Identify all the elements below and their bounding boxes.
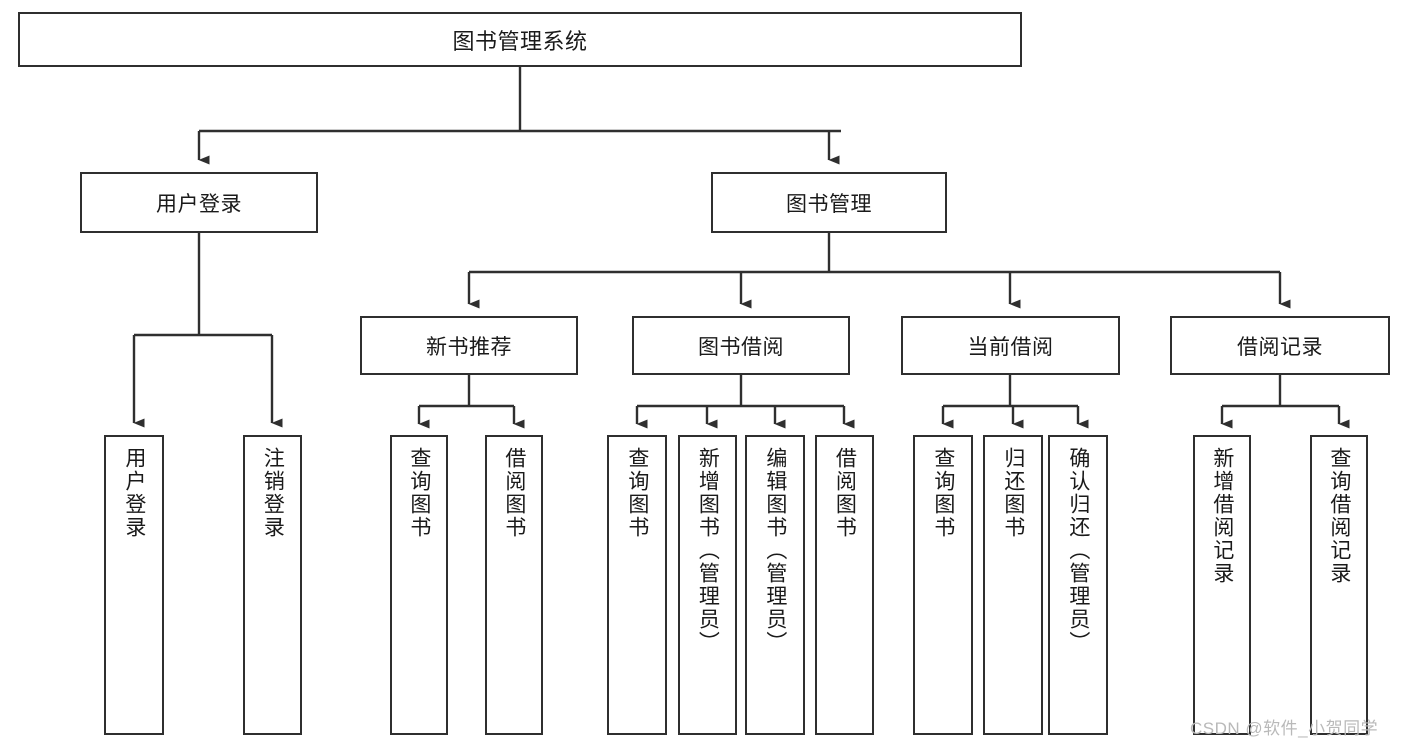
node-leaf-query-book-cur-label: 查询图书 <box>931 447 955 539</box>
node-leaf-query-book-bor-label: 查询图书 <box>625 447 649 539</box>
node-leaf-edit-book[interactable]: 编辑图书（管理员） <box>745 435 805 735</box>
node-leaf-borrow-book-bor[interactable]: 借阅图书 <box>815 435 874 735</box>
node-leaf-add-borrow-record-label: 新增借阅记录 <box>1210 447 1234 585</box>
node-leaf-query-book-rec-label: 查询图书 <box>407 447 431 539</box>
node-borrow-record[interactable]: 借阅记录 <box>1170 316 1390 375</box>
node-leaf-return-book-label: 归还图书 <box>1001 447 1025 539</box>
node-leaf-query-book-rec[interactable]: 查询图书 <box>390 435 448 735</box>
node-leaf-add-book[interactable]: 新增图书（管理员） <box>678 435 737 735</box>
node-leaf-borrow-book-bor-label: 借阅图书 <box>833 447 857 539</box>
node-book-manage-label: 图书管理 <box>786 192 872 216</box>
node-leaf-query-borrow-record[interactable]: 查询借阅记录 <box>1310 435 1368 735</box>
node-root-label: 图书管理系统 <box>452 28 588 54</box>
node-leaf-add-book-label: 新增图书（管理员） <box>696 447 720 654</box>
node-book-borrow[interactable]: 图书借阅 <box>632 316 850 375</box>
node-leaf-confirm-return-label: 确认归还（管理员） <box>1066 447 1090 654</box>
node-leaf-borrow-book-rec[interactable]: 借阅图书 <box>485 435 543 735</box>
node-leaf-user-login[interactable]: 用户登录 <box>104 435 164 735</box>
node-new-book-recommend[interactable]: 新书推荐 <box>360 316 578 375</box>
node-user-login-label: 用户登录 <box>156 192 242 216</box>
node-user-login[interactable]: 用户登录 <box>80 172 318 233</box>
node-current-borrow[interactable]: 当前借阅 <box>901 316 1120 375</box>
node-leaf-edit-book-label: 编辑图书（管理员） <box>763 447 787 654</box>
node-borrow-record-label: 借阅记录 <box>1237 335 1323 359</box>
node-leaf-query-book-cur[interactable]: 查询图书 <box>913 435 973 735</box>
node-book-manage[interactable]: 图书管理 <box>711 172 947 233</box>
node-leaf-user-login-label: 用户登录 <box>122 447 146 539</box>
node-leaf-return-book[interactable]: 归还图书 <box>983 435 1043 735</box>
node-leaf-query-book-bor[interactable]: 查询图书 <box>607 435 667 735</box>
node-leaf-borrow-book-rec-label: 借阅图书 <box>502 447 526 539</box>
csdn-watermark: CSDN @软件_小贺同学 <box>1190 719 1379 738</box>
node-leaf-confirm-return[interactable]: 确认归还（管理员） <box>1048 435 1108 735</box>
node-current-borrow-label: 当前借阅 <box>967 335 1054 359</box>
node-leaf-logout-login-label: 注销登录 <box>261 447 285 539</box>
node-leaf-add-borrow-record[interactable]: 新增借阅记录 <box>1193 435 1251 735</box>
node-new-book-recommend-label: 新书推荐 <box>426 335 512 359</box>
node-root[interactable]: 图书管理系统 <box>18 12 1022 67</box>
node-book-borrow-label: 图书借阅 <box>698 335 784 359</box>
node-leaf-logout-login[interactable]: 注销登录 <box>243 435 302 735</box>
node-leaf-query-borrow-record-label: 查询借阅记录 <box>1327 447 1351 585</box>
